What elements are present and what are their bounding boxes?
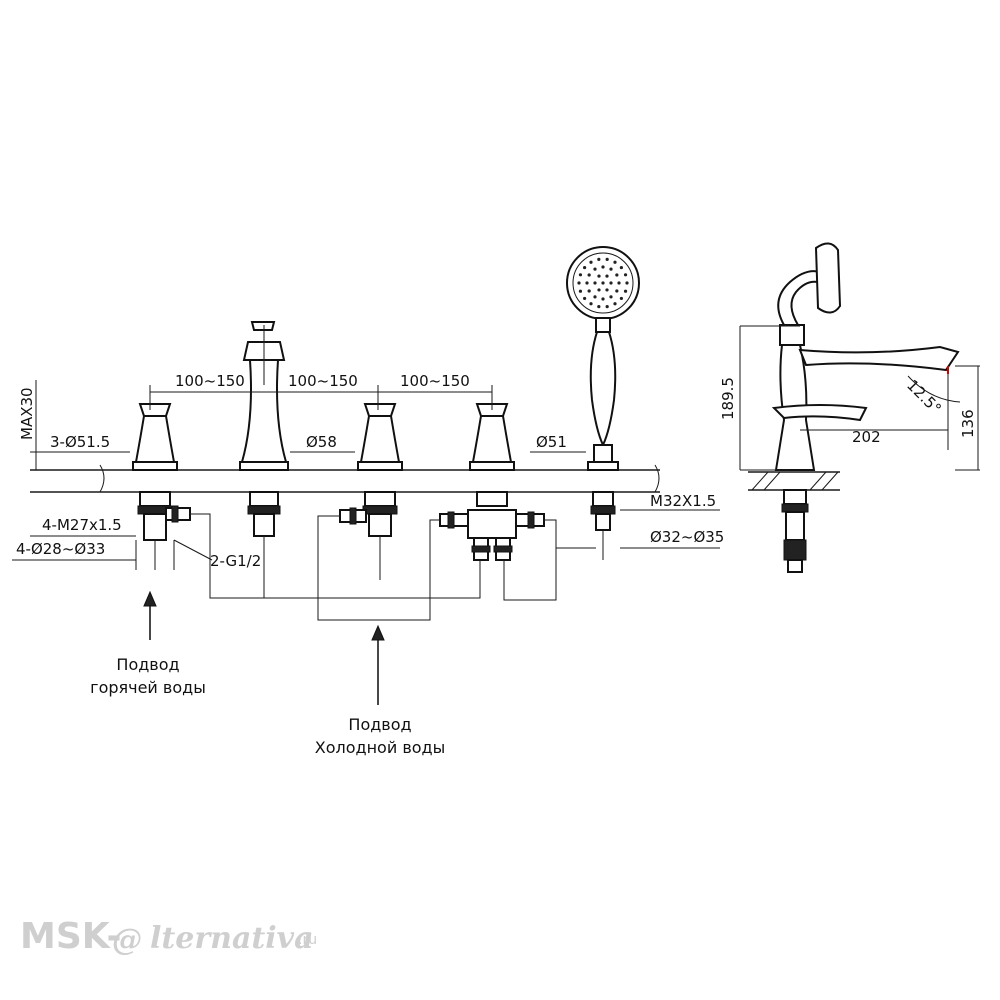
- dim-shower-hole-range: Ø32~Ø35: [650, 528, 724, 546]
- dim-inlet-thread: 2-G1/2: [210, 552, 261, 570]
- brand-watermark: MSK- @ lternativa .ru: [20, 916, 317, 958]
- cold-supply-arrow: [371, 624, 385, 705]
- hot-supply-label-line2: горячей воды: [90, 678, 206, 697]
- shower-head-nozzles: [577, 257, 629, 309]
- nozzle-dot: [583, 265, 587, 270]
- dim-spacing-3: 100~150: [400, 372, 470, 390]
- side-dim-outlet-height: 136: [959, 409, 977, 438]
- nozzle-dot: [601, 297, 605, 301]
- nozzle-dot: [593, 281, 597, 285]
- nozzle-dot: [577, 281, 581, 285]
- deck-hatch: [751, 471, 839, 491]
- nozzle-dot: [605, 274, 609, 278]
- nozzle-dot: [615, 273, 619, 277]
- nozzle-dot: [593, 267, 597, 271]
- nozzle-dot: [585, 281, 589, 285]
- nozzle-dot: [609, 267, 613, 271]
- nozzle-dot: [605, 288, 609, 292]
- dim-hole-range: 4-Ø28~Ø33: [16, 540, 105, 558]
- cold-supply-label-line2: Холодной воды: [315, 738, 445, 757]
- dim-shower-dia: Ø51: [536, 433, 567, 451]
- nozzle-dot: [613, 260, 617, 264]
- side-dim-reach: 202: [852, 428, 881, 446]
- nozzle-dot: [605, 305, 609, 309]
- left-handle-valve: [132, 403, 191, 570]
- nozzle-dot: [601, 265, 605, 269]
- nozzle-dot: [619, 296, 623, 301]
- dim-spacing-2: 100~150: [288, 372, 358, 390]
- watermark-right: lternativa: [150, 921, 314, 956]
- nozzle-dot: [587, 289, 591, 293]
- nozzle-dot: [623, 273, 628, 277]
- watermark-domain: .ru: [298, 932, 317, 948]
- side-dimensions: [739, 325, 980, 471]
- diverter-valve: [439, 403, 545, 561]
- hot-supply-arrow: [143, 590, 157, 640]
- hand-shower: [566, 246, 640, 560]
- dim-shank-thread: 4-M27x1.5: [42, 516, 122, 534]
- nozzle-dot: [597, 288, 601, 292]
- dim-max-thickness: MAX30: [18, 387, 36, 440]
- nozzle-dot: [605, 257, 609, 261]
- nozzle-dot: [587, 273, 591, 277]
- middle-handle-valve: [339, 403, 403, 580]
- nozzle-dot: [593, 295, 597, 299]
- nozzle-dot: [609, 281, 613, 285]
- cold-supply-label-line1: Подвод: [348, 715, 411, 734]
- nozzle-dot: [615, 289, 619, 293]
- nozzle-dot: [625, 281, 629, 285]
- watermark-left: MSK-: [20, 916, 121, 957]
- side-dim-height: 189.5: [719, 377, 737, 420]
- dim-spout-dia: Ø58: [306, 433, 337, 451]
- nozzle-dot: [597, 305, 601, 309]
- dim-handle-holes: 3-Ø51.5: [50, 433, 110, 451]
- nozzle-dot: [589, 260, 593, 264]
- dim-shower-thread: M32X1.5: [650, 492, 716, 510]
- front-dimensions: [12, 325, 720, 561]
- watermark-at: @: [112, 923, 142, 958]
- nozzle-dot: [578, 289, 583, 293]
- nozzle-dot: [597, 274, 601, 278]
- connection-pipes: [190, 513, 596, 621]
- nozzle-dot: [617, 281, 621, 285]
- nozzle-dot: [601, 281, 605, 285]
- nozzle-dot: [583, 296, 587, 301]
- nozzle-dot: [619, 265, 623, 270]
- dim-spacing-1: 100~150: [175, 372, 245, 390]
- nozzle-dot: [613, 302, 617, 306]
- nozzle-dot: [623, 289, 628, 293]
- deck-plate: [30, 464, 660, 493]
- nozzle-dot: [578, 273, 583, 277]
- nozzle-dot: [609, 295, 613, 299]
- nozzle-dot: [597, 257, 601, 261]
- side-view: [748, 242, 960, 573]
- nozzle-dot: [589, 302, 593, 306]
- hot-supply-label-line1: Подвод: [116, 655, 179, 674]
